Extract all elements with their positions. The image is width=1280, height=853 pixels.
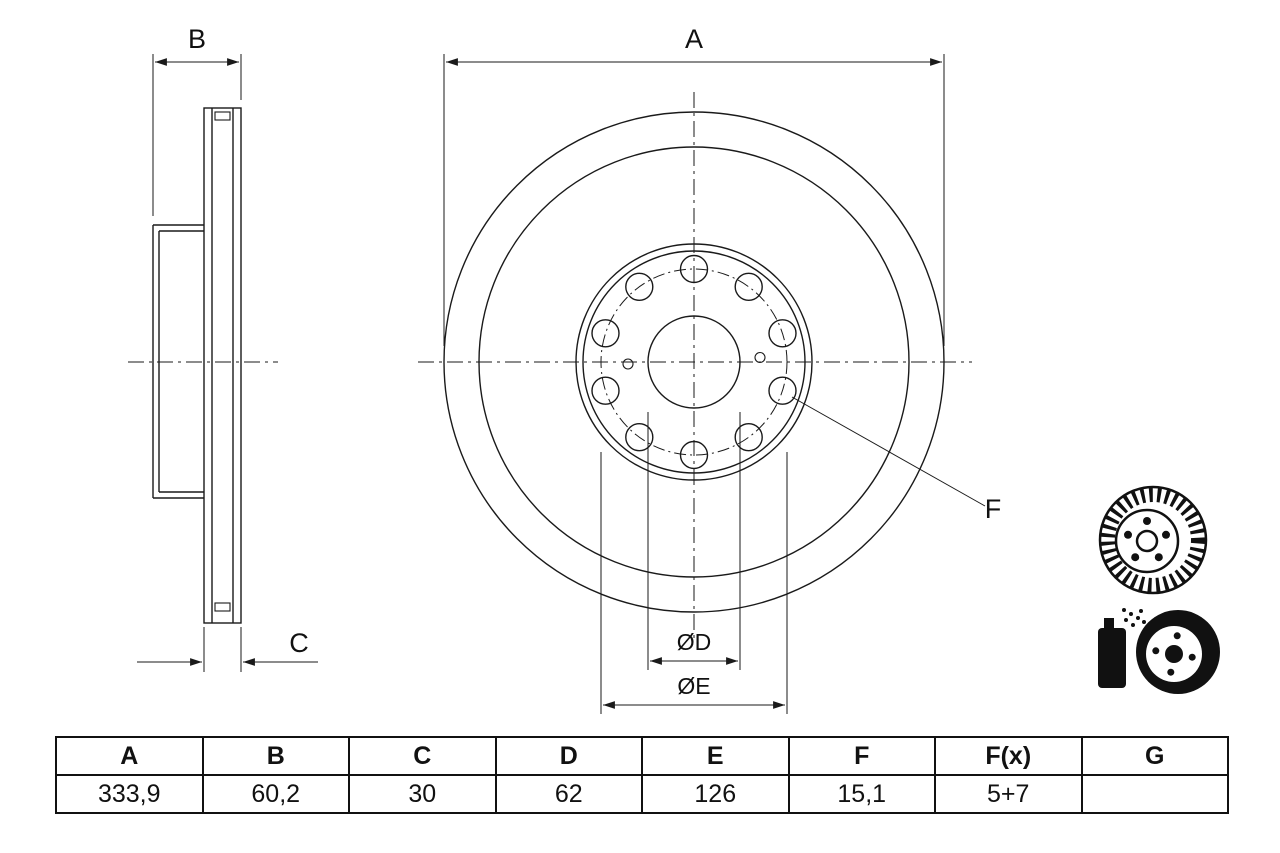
dimension-d-label: ØD xyxy=(677,629,712,655)
spec-value-f: 15,1 xyxy=(787,774,936,814)
spec-value-d: 62 xyxy=(494,774,643,814)
callout-f-label: F xyxy=(985,494,1002,524)
bolt-hole xyxy=(734,272,763,301)
spec-value-a: 333,9 xyxy=(55,774,204,814)
dimension-a-label: A xyxy=(685,24,703,54)
spec-header-g: G xyxy=(1080,736,1229,776)
spec-value-c: 30 xyxy=(348,774,497,814)
spec-header-e: E xyxy=(641,736,790,776)
bolt-hole xyxy=(625,423,654,452)
set-screw-hole-right xyxy=(754,351,766,364)
dimension-c xyxy=(137,627,318,672)
bolt-hole xyxy=(625,272,654,301)
bolt-holes xyxy=(591,254,797,470)
dimension-e-label: ØE xyxy=(677,673,710,699)
bolt-hole xyxy=(591,376,620,405)
callout-f-leader-line xyxy=(791,396,986,507)
spec-value-g xyxy=(1080,774,1229,814)
dimension-b xyxy=(152,54,242,216)
bolt-hole xyxy=(768,319,797,348)
spec-header-d: D xyxy=(494,736,643,776)
spec-header-fx: F(x) xyxy=(934,736,1083,776)
vent-rib-top xyxy=(214,111,231,121)
spec-value-row: 333,9 60,2 30 62 126 15,1 5+7 xyxy=(55,774,1229,814)
dimension-e xyxy=(600,452,788,714)
coating-spray-icon xyxy=(1098,608,1220,694)
dimension-a xyxy=(443,54,945,346)
bolt-hole xyxy=(591,319,620,348)
spec-header-a: A xyxy=(55,736,204,776)
dimension-d xyxy=(647,412,741,670)
dimension-b-label: B xyxy=(188,24,206,54)
spec-header-row: A B C D E F F(x) G xyxy=(55,736,1229,776)
bolt-hole xyxy=(768,376,797,405)
set-screw-hole-left xyxy=(622,358,634,370)
spec-table: A B C D E F F(x) G 333,9 60,2 30 62 126 … xyxy=(55,736,1229,814)
technical-drawing: A B C ØD ØE F xyxy=(128,24,1220,714)
vent-rib-bottom xyxy=(214,602,231,612)
dimension-c-label: C xyxy=(289,628,309,658)
spec-header-c: C xyxy=(348,736,497,776)
spec-header-f: F xyxy=(787,736,936,776)
brake-disc-icon xyxy=(1098,485,1208,595)
spec-value-e: 126 xyxy=(641,774,790,814)
side-view-cross-section xyxy=(152,107,242,624)
spec-header-b: B xyxy=(201,736,350,776)
bolt-hole xyxy=(679,254,709,284)
spec-value-fx: 5+7 xyxy=(934,774,1083,814)
friction-ring-outline xyxy=(203,107,242,624)
bolt-hole xyxy=(734,423,763,452)
spec-value-b: 60,2 xyxy=(201,774,350,814)
